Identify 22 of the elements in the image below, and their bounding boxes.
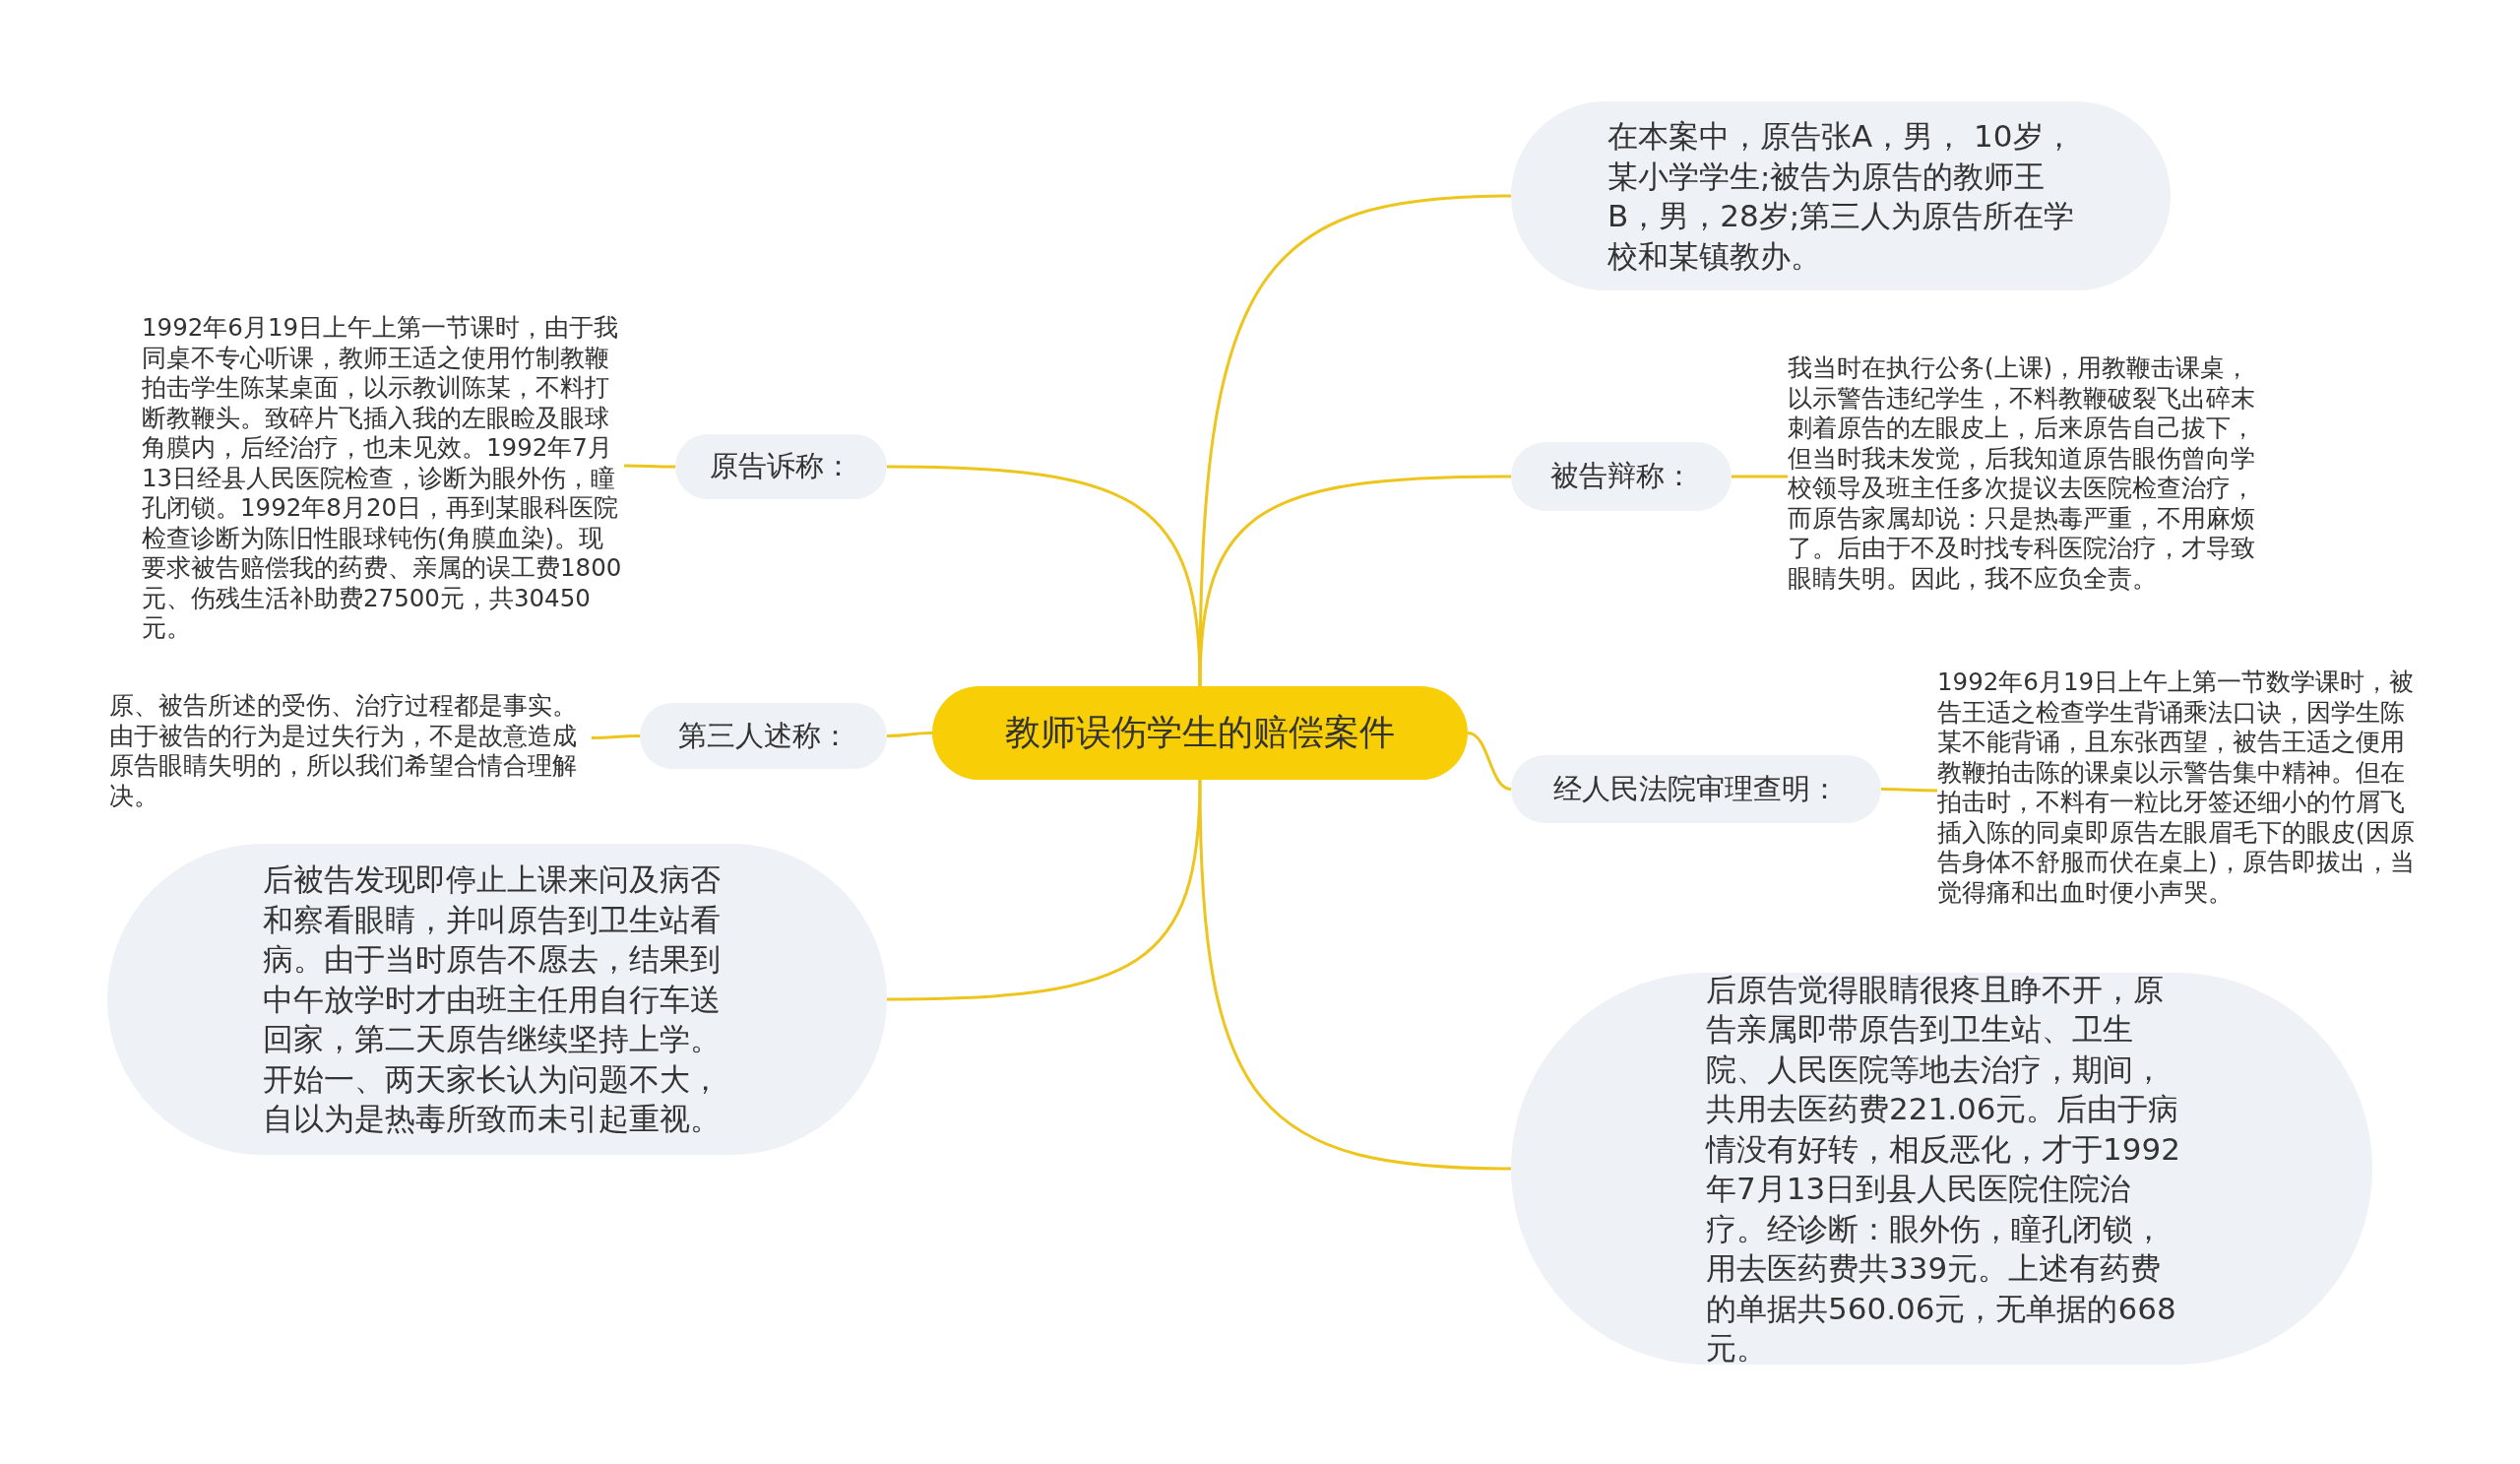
connector-line [887,465,1202,687]
connector-line [1198,779,1512,1171]
note-text: 我当时在执行公务(上课)，用教鞭击课桌，以示警告违纪学生，不料教鞭破裂飞出碎末刺着原告的左眼皮上，后来原告自己拔下，但当时我未发觉，后我知道原告眼伤曾向学校领导及班主任多次提议去医院检查治疗，而原告家属却说：只是热毒严重，不用麻烦了。后由于不及时找专科医院治疗，才导致眼睛失明。因此，我不应负全责。 [1788,353,2270,594]
connector-line [1198,475,1511,687]
topic-pill: 后被告发现即停止上课来问及病否和察看眼睛，并叫原告到卫生站看病。由于当时原告不愿去，结果到中午放学时才由班主任用自行车送回家，第二天原告继续坚持上学。开始一、两天家长认为问题不大，自以为是热毒所致而未引起重视。 [107,844,887,1155]
connector-line [1732,475,1788,478]
connector-line [887,779,1202,1001]
connector-line [1467,732,1512,791]
connector-line [592,734,640,739]
note-text: 原、被告所述的受伤、治疗过程都是事实。由于被告的行为是过失行为，不是故意造成原告眼睛失明的，所以我们希望合情合理解决。 [109,691,592,811]
branch-pill: 经人民法院审理查明： [1511,755,1881,823]
connector-line [1881,788,1937,793]
note-text: 1992年6月19日上午上第一节课时，由于我同桌不专心听课，教师王适之使用竹制教鞭拍击学生陈某桌面，以示教训陈某，不料打断教鞭头。致碎片飞插入我的左眼睑及眼球角膜内，后经治疗，也未见效。1992年7月13日经县人民医院检查，诊断为眼外伤，瞳孔闭锁。1992年8月20日，再到某眼科医院检查诊断为陈旧性眼球钝伤(角膜血染)。现要求被告赔偿我的药费、亲属的误工费1800元、伤残生活补助费27500元，共30450元。 [142,313,624,644]
note-text: 1992年6月19日上午上第一节数学课时，被告王适之检查学生背诵乘法口诀，因学生陈某不能背诵，且东张西望，被告王适之便用教鞭拍击陈的课桌以示警告集中精神。但在拍击时，不料有一粒比牙签还细小的竹屑飞插入陈的同桌即原告左眼眉毛下的眼皮(因原告身体不舒服而伏在桌上)，原告即拔出，当觉得痛和出血时便小声哭。 [1937,668,2420,908]
connector-line [624,464,675,469]
branch-pill: 第三人述称： [640,703,887,769]
branch-pill: 原告诉称： [675,434,887,499]
connector-line [887,732,932,737]
topic-pill: 在本案中，原告张A，男， 10岁，某小学学生;被告为原告的教师王B，男，28岁;第三人为原告所在学校和某镇教办。 [1511,101,2171,290]
topic-pill: 后原告觉得眼睛很疼且睁不开，原告亲属即带原告到卫生站、卫生院、人民医院等地去治疗，期间，共用去医药费221.06元。后由于病情没有好转，相反恶化，才于1992年7月13日到县人民医院住院治疗。经诊断：眼外伤，瞳孔闭锁，用去医药费共339元。上述有药费的单据共560.06元，无单据的668元。 [1511,973,2372,1365]
branch-pill: 被告辩称： [1511,442,1732,511]
central-topic: 教师误伤学生的赔偿案件 [932,686,1468,780]
